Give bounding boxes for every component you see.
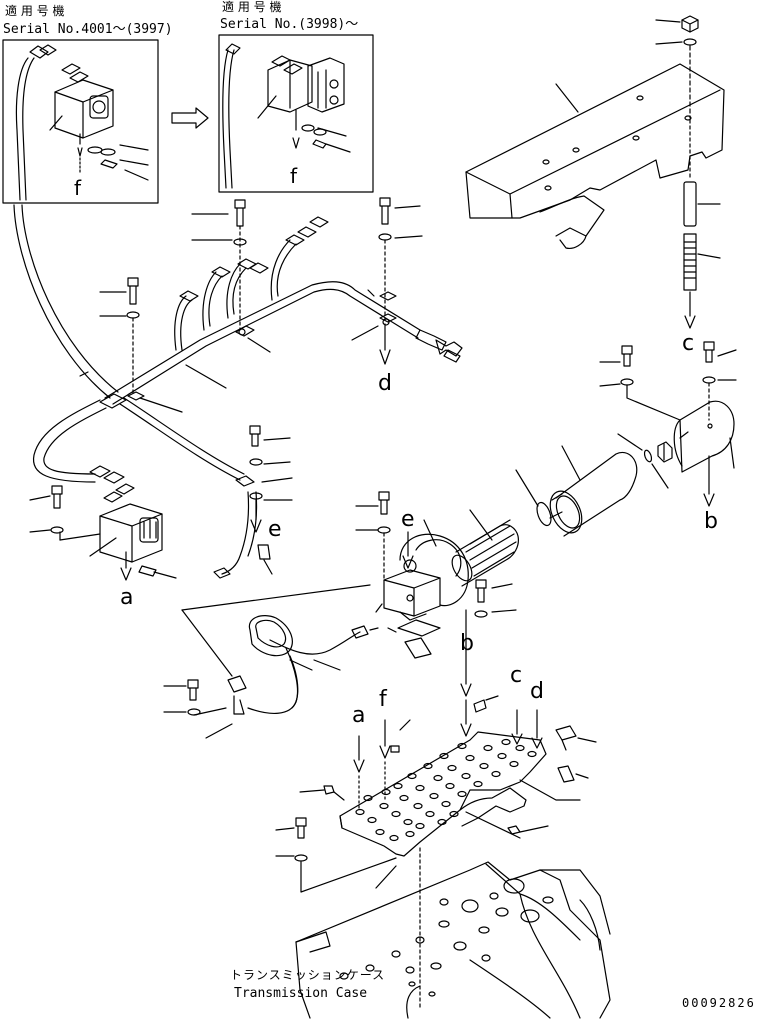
inset-right xyxy=(219,35,373,192)
inset-left-title: 適 用 号 機 xyxy=(5,4,65,18)
solenoid-valve-old-icon xyxy=(55,64,117,168)
filter-housing-icon xyxy=(356,401,734,658)
ref-letter-a-plate: a xyxy=(352,703,366,728)
transmission-case-label-jp: トランスミッションケース xyxy=(230,968,386,982)
harness-clamps xyxy=(128,292,396,400)
inset-left-ref: f xyxy=(74,176,82,200)
ref-letter-c-plate: c xyxy=(510,663,523,688)
cover-plate-icon xyxy=(466,64,724,248)
ref-letter-b-plate: b xyxy=(460,631,474,656)
ref-letter-e-center: e xyxy=(268,517,282,542)
valve-plate-icon xyxy=(276,696,596,1010)
leader-lines-solenoid xyxy=(30,496,176,578)
inset-right-serial: Serial No.(3998)～ xyxy=(220,17,359,32)
drawing-number: 00092826 xyxy=(682,996,756,1010)
inset-right-title: 適 用 号 機 xyxy=(222,0,282,14)
wire-harness xyxy=(34,217,462,578)
inset-left xyxy=(3,40,158,203)
filter-bolts xyxy=(461,342,736,696)
ref-letter-d-center: d xyxy=(378,371,392,396)
transmission-case-label-en: Transmission Case xyxy=(234,986,368,1001)
solenoid-valve-assembly-icon xyxy=(51,484,162,580)
transmission-case-icon xyxy=(296,862,610,1018)
main-cable xyxy=(14,205,118,398)
ref-letter-b-right: b xyxy=(704,509,718,534)
ref-letter-c-right: c xyxy=(682,331,695,356)
stud-stack xyxy=(656,16,720,328)
ref-letter-e-filter: e xyxy=(401,507,415,532)
harness-bolts xyxy=(127,198,391,532)
sensor-harness xyxy=(164,585,396,738)
leader-lines-harness xyxy=(100,206,422,500)
replacement-arrow-icon xyxy=(172,108,208,128)
ref-letter-f-plate: f xyxy=(379,687,387,712)
inset-left-serial: Serial No.4001～(3997) xyxy=(3,22,173,37)
ref-letter-a-bottom-left: a xyxy=(120,585,134,610)
solenoid-valve-new-icon xyxy=(268,56,344,148)
plate-holes xyxy=(356,740,536,841)
inset-right-ref: f xyxy=(290,164,298,188)
ref-letter-d-plate: d xyxy=(530,679,544,704)
